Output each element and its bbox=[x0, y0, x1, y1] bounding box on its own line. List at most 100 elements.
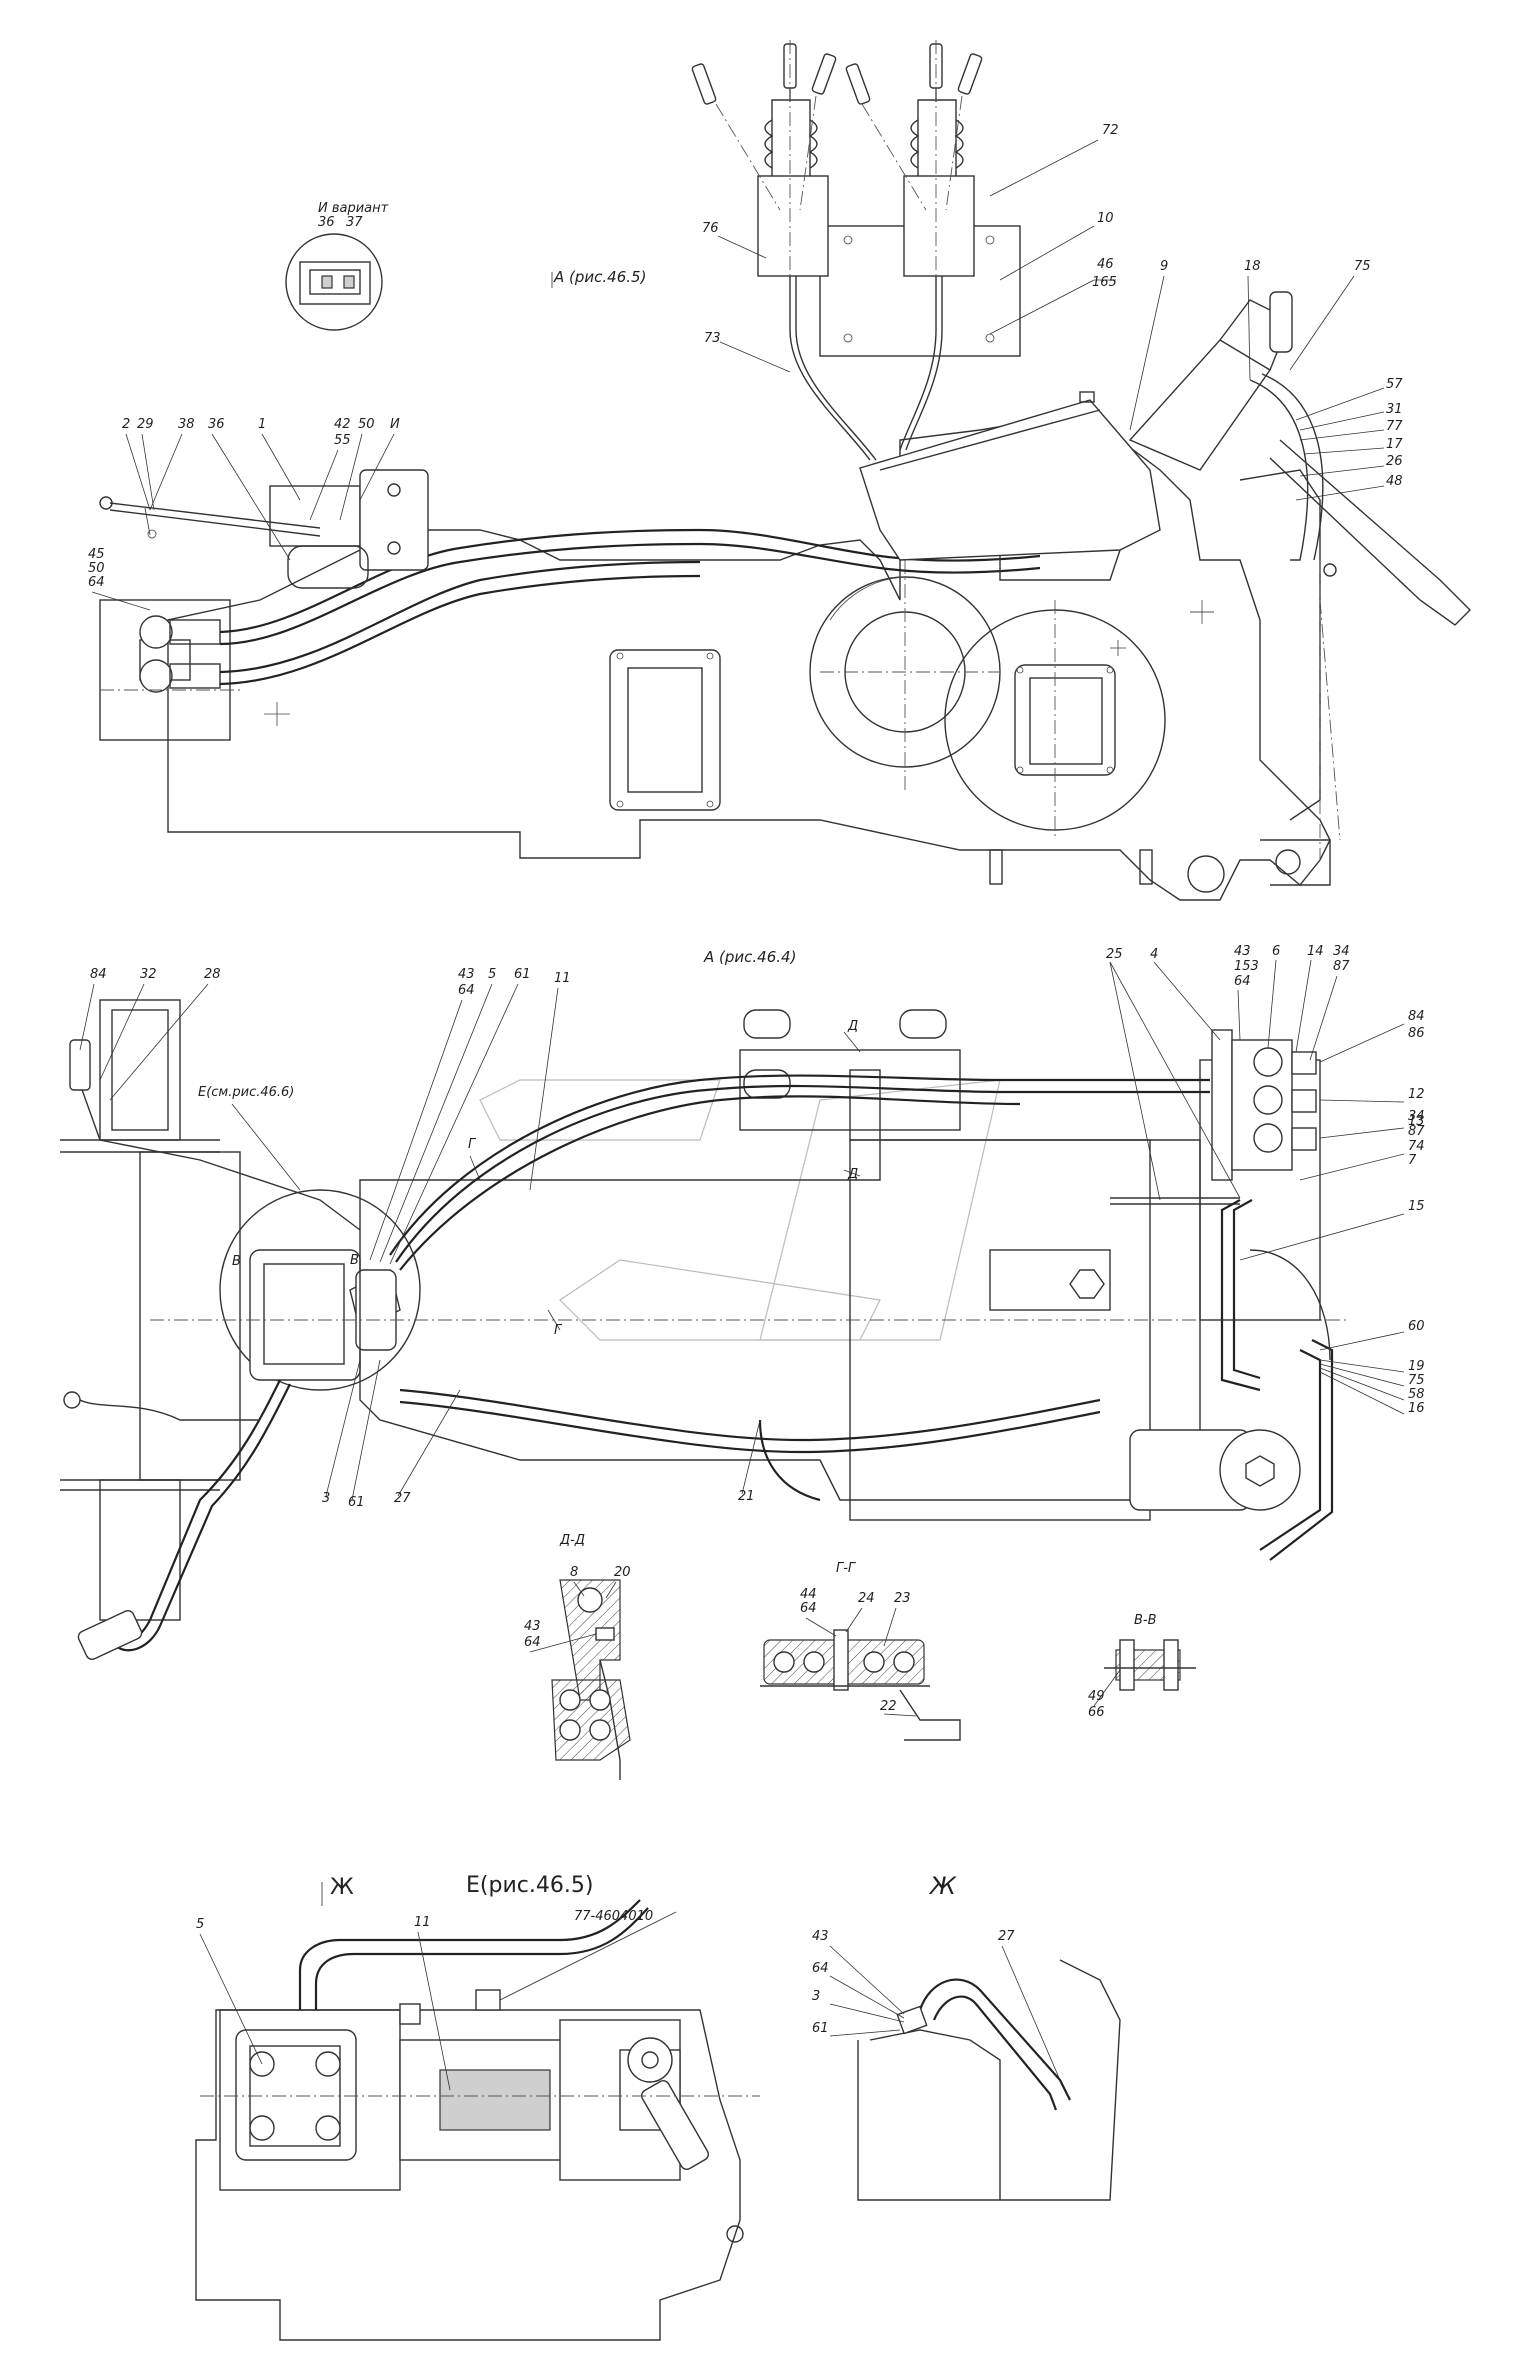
callout-top-12: 17 bbox=[1386, 437, 1403, 452]
section-vv-label: В-В bbox=[1134, 1613, 1157, 1628]
callout-middle-28: 75 bbox=[1408, 1373, 1425, 1388]
callout-middle-38: 61 bbox=[348, 1495, 365, 1510]
callout-middle-26: 60 bbox=[1408, 1319, 1425, 1334]
part-number-label: 77-4604010 bbox=[574, 1909, 653, 1924]
callout-middle-27: 19 bbox=[1408, 1359, 1425, 1374]
callout-middle-10: 43 bbox=[1234, 944, 1251, 959]
callout-top-10: 31 bbox=[1386, 402, 1403, 417]
section-dd-label: Д-Д bbox=[559, 1533, 585, 1548]
callout-middle-25: 15 bbox=[1408, 1199, 1425, 1214]
callout-middle-16: 87 bbox=[1333, 959, 1350, 974]
callout-middle-24: 7 bbox=[1408, 1153, 1417, 1168]
callout-top-9: 57 bbox=[1386, 377, 1403, 392]
middle-view bbox=[60, 959, 1405, 1780]
callout-top-2: 46 bbox=[1097, 257, 1114, 272]
callout-middle-32: В bbox=[350, 1253, 359, 1268]
callout-middle-43: 43 bbox=[524, 1619, 541, 1634]
section-gg-label: Г-Г bbox=[836, 1561, 857, 1576]
callout-top-25: 50 bbox=[88, 561, 105, 576]
callout-top-27: 36 bbox=[318, 215, 335, 230]
callout-top-15: 2 bbox=[122, 417, 130, 432]
view-a-top-label: А (рис.46.5) bbox=[553, 268, 646, 286]
top-view bbox=[91, 40, 1471, 901]
callout-middle-21: 34 bbox=[1408, 1109, 1425, 1124]
callout-middle-4: 64 bbox=[458, 983, 475, 998]
callout-middle-14: 14 bbox=[1307, 944, 1324, 959]
callout-bottom-0: 5 bbox=[196, 1917, 204, 1932]
bottom-view-zh bbox=[829, 1945, 1121, 2201]
callout-middle-31: В bbox=[232, 1254, 241, 1269]
bottom-view-e bbox=[195, 1882, 760, 2341]
callout-middle-13: 6 bbox=[1272, 944, 1280, 959]
callout-middle-42: 20 bbox=[614, 1565, 631, 1580]
callout-middle-35: Д bbox=[847, 1019, 858, 1034]
callout-top-19: 1 bbox=[258, 417, 266, 432]
callout-middle-37: 3 bbox=[322, 1491, 330, 1506]
callout-middle-22: 87 bbox=[1408, 1124, 1425, 1139]
callout-bottom-4: 3 bbox=[812, 1989, 820, 2004]
callout-top-24: 45 bbox=[88, 547, 105, 562]
view-zh-label: Ж bbox=[928, 1872, 957, 1900]
view-e-middle-label: Е(см.рис.46.6) bbox=[198, 1085, 294, 1100]
view-e-bottom-label: Е(рис.46.5) bbox=[466, 1873, 593, 1898]
callout-bottom-6: 27 bbox=[998, 1929, 1015, 1944]
callout-top-5: 73 bbox=[704, 331, 721, 346]
callout-top-0: 72 bbox=[1102, 123, 1119, 138]
callout-top-11: 77 bbox=[1386, 419, 1403, 434]
callout-middle-48: 23 bbox=[894, 1591, 911, 1606]
callout-middle-15: 34 bbox=[1333, 944, 1350, 959]
callout-middle-19: 12 bbox=[1408, 1087, 1425, 1102]
callout-middle-34: Г bbox=[554, 1323, 563, 1338]
callout-top-7: 18 bbox=[1244, 259, 1261, 274]
view-a-middle-label: А (рис.46.4) bbox=[703, 948, 796, 966]
callout-bottom-1: 11 bbox=[414, 1915, 431, 1930]
callout-top-3: 165 bbox=[1092, 275, 1117, 290]
callout-top-28: 37 bbox=[346, 215, 363, 230]
callout-middle-12: 64 bbox=[1234, 974, 1251, 989]
callout-middle-6: 61 bbox=[514, 967, 531, 982]
callout-middle-0: 84 bbox=[90, 967, 107, 982]
callout-middle-23: 74 bbox=[1408, 1139, 1425, 1154]
callout-middle-39: 27 bbox=[394, 1491, 411, 1506]
variant-i-label: И вариант bbox=[318, 201, 389, 216]
callout-middle-46: 64 bbox=[800, 1601, 817, 1616]
callout-top-22: 55 bbox=[334, 433, 351, 448]
callout-bottom-5: 61 bbox=[812, 2021, 829, 2036]
callout-top-8: 75 bbox=[1354, 259, 1371, 274]
callout-middle-11: 153 bbox=[1234, 959, 1259, 974]
callout-middle-29: 58 bbox=[1408, 1387, 1425, 1402]
callout-middle-9: 4 bbox=[1150, 947, 1158, 962]
callout-middle-7: 11 bbox=[554, 971, 571, 986]
callout-bottom-3: 64 bbox=[812, 1961, 829, 1976]
callout-top-1: 10 bbox=[1097, 211, 1114, 226]
callout-top-20: 42 bbox=[334, 417, 351, 432]
callout-top-16: 29 bbox=[137, 417, 154, 432]
view-labels: И вариант А (рис.46.5) А (рис.46.4) Е(см… bbox=[198, 201, 1157, 1924]
callout-middle-36: Д bbox=[847, 1167, 858, 1182]
callout-middle-20: 13 bbox=[1408, 1114, 1425, 1129]
view-zh-arrow-label: Ж bbox=[330, 1875, 354, 1900]
callout-middle-33: Г bbox=[468, 1137, 477, 1152]
callout-middle-49: 22 bbox=[880, 1699, 897, 1714]
callout-top-18: 36 bbox=[208, 417, 225, 432]
callout-middle-3: 43 bbox=[458, 967, 475, 982]
callout-middle-47: 24 bbox=[858, 1591, 875, 1606]
callout-bottom-2: 43 bbox=[812, 1929, 829, 1944]
callout-top-14: 48 bbox=[1386, 474, 1403, 489]
callout-top-6: 9 bbox=[1160, 259, 1168, 274]
callout-top-26: 64 bbox=[88, 575, 105, 590]
callout-middle-8: 25 bbox=[1106, 947, 1123, 962]
callout-middle-5: 5 bbox=[488, 967, 496, 982]
callout-middle-41: 8 bbox=[570, 1565, 578, 1580]
callout-middle-1: 32 bbox=[140, 967, 157, 982]
callout-middle-50: 49 bbox=[1088, 1689, 1105, 1704]
callout-top-4: 76 bbox=[702, 221, 719, 236]
callout-top-23: И bbox=[390, 417, 400, 432]
callout-top-21: 50 bbox=[358, 417, 375, 432]
callout-middle-44: 64 bbox=[524, 1635, 541, 1650]
callout-middle-30: 16 bbox=[1408, 1401, 1425, 1416]
callout-middle-18: 86 bbox=[1408, 1026, 1425, 1041]
callout-middle-45: 44 bbox=[800, 1587, 817, 1602]
